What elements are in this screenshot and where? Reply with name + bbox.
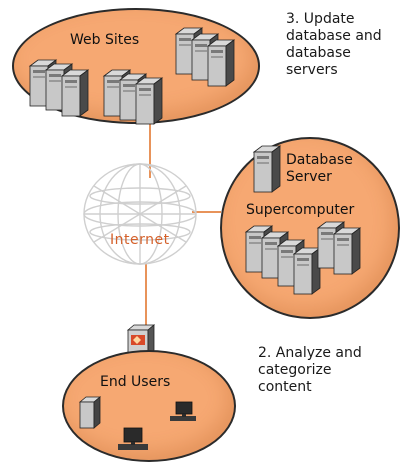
desktop-computer-icon	[118, 427, 148, 450]
step-2-annotation: 2. Analyze and categorize content	[258, 345, 362, 395]
desktop-computer-icon	[170, 401, 196, 421]
supercomputer-label: Supercomputer	[246, 202, 355, 218]
desktop-computer-icon	[78, 396, 102, 429]
web-sites-label: Web Sites	[70, 32, 140, 48]
step-3-annotation: 3. Update database and database servers	[286, 11, 382, 78]
internet-label: Internet	[110, 232, 170, 248]
end-users-label: End Users	[100, 374, 171, 390]
database-server-label: Database Server	[286, 152, 353, 185]
